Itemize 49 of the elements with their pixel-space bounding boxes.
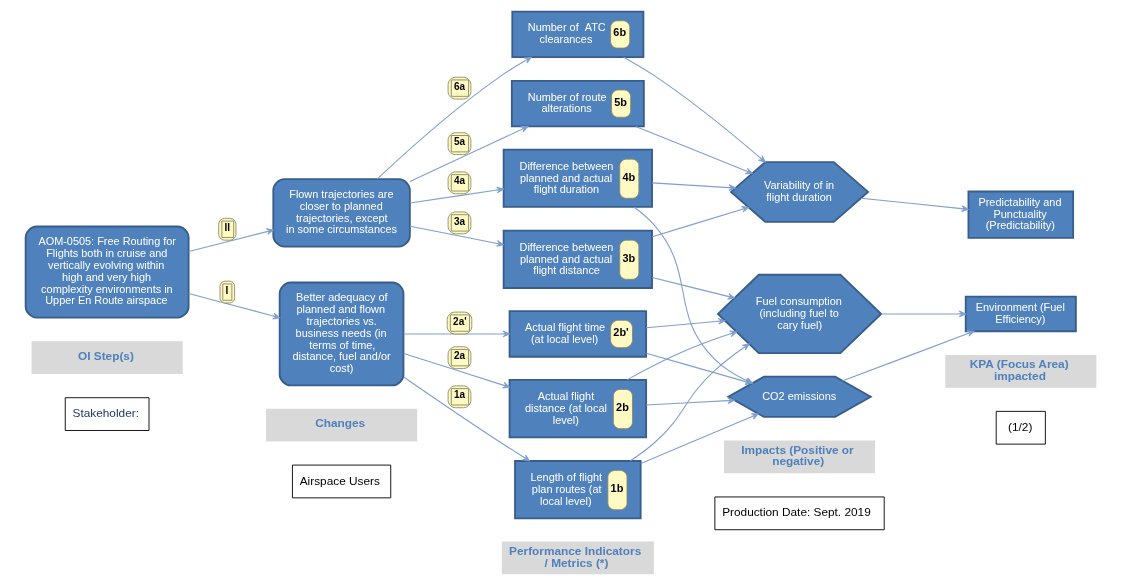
arrow <box>409 126 529 182</box>
arrow <box>645 317 726 329</box>
node-box: Flown trajectories are closer to planned trajectories, except in some circumstances <box>272 178 411 248</box>
label: Stakeholder: <box>72 406 139 421</box>
arrow <box>842 330 975 382</box>
node-box: Better adequacy of planned and flown trajectories vs. business needs (in terms of time, distance, fuel and/or cost) <box>278 281 405 387</box>
label: Changes <box>315 416 366 431</box>
edge-label: I <box>225 284 229 296</box>
node-box: Length of flight plan routes (at local level) 1b <box>514 460 642 520</box>
arrow <box>645 397 735 406</box>
arrow <box>635 125 753 175</box>
arrow <box>409 225 504 247</box>
label: Impacts (Positive or negative) <box>741 442 854 469</box>
arrow <box>651 182 737 192</box>
arrow <box>403 330 510 338</box>
arrow <box>403 352 510 389</box>
arrow <box>623 56 766 163</box>
arrow <box>651 205 749 238</box>
arrow <box>403 376 530 462</box>
edge-label: II <box>224 221 231 233</box>
label: Airspace Users <box>299 473 380 488</box>
arrow <box>188 228 274 253</box>
node-box: Actual flight distance (at local level) 2b <box>508 379 648 439</box>
edge-label: 1a <box>454 389 466 401</box>
arrow <box>880 310 967 318</box>
node-box: AOM-0505: Free Routing for Flights both in cruise and vertically evolving within high and very high complexity environments in Upper En Route airspace <box>24 225 190 319</box>
label: OI Step(s) <box>77 348 134 363</box>
arrow <box>651 277 735 300</box>
label: Production Date: Sept. 2019 <box>722 505 871 520</box>
label: Performance Indicators / Metrics (*) <box>509 543 642 570</box>
node-box: Environment (Fuel Efficiency) <box>964 295 1077 333</box>
label: (1/2) <box>1008 419 1033 434</box>
node-box: Predictability and Punctuality (Predictability) <box>967 190 1075 239</box>
label: KPA (Focus Area) impacted <box>969 357 1069 383</box>
arrow <box>188 293 281 320</box>
arrow <box>640 413 759 464</box>
node-box: Difference between planned and actual flight distance 3b <box>502 229 653 289</box>
arrow <box>409 186 504 204</box>
edge-label: 2a' <box>453 315 467 327</box>
node-box: Difference between planned and actual flight duration 4b <box>502 148 653 208</box>
arrow <box>376 56 532 180</box>
arrow <box>629 343 750 462</box>
edge-label: 5a <box>454 136 466 148</box>
edge-label: 4a <box>454 175 466 187</box>
edge-label: 6a <box>454 80 466 92</box>
edge-label: 2a <box>454 350 466 362</box>
arrow <box>626 330 738 381</box>
arrow <box>860 197 969 213</box>
edge-label: 3a <box>454 215 466 227</box>
